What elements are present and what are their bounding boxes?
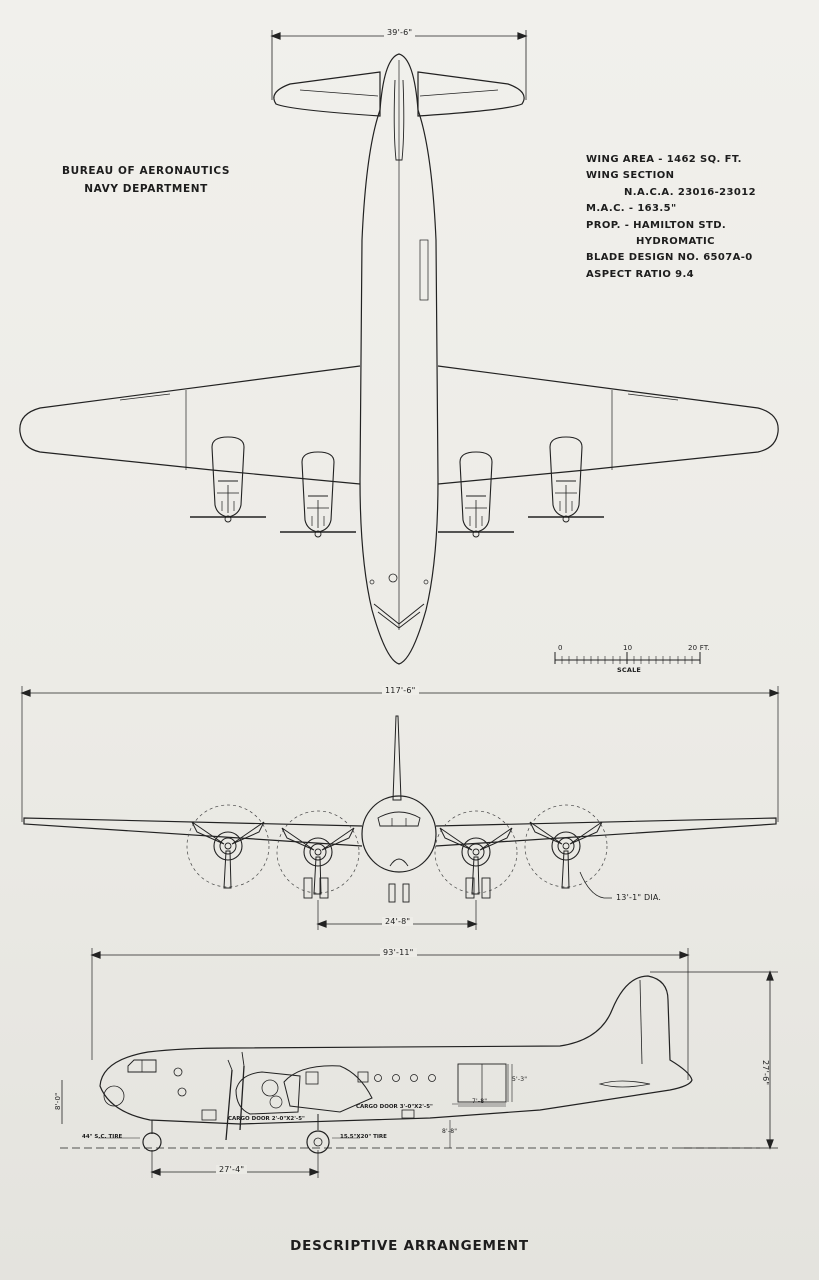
dim-ground-line: 8'-8"	[442, 1128, 458, 1135]
dim-height: 27'-6"	[761, 1060, 770, 1086]
scale-label: SCALE	[617, 666, 642, 674]
scale-tick-10: 10	[623, 644, 633, 652]
bureau-line-2: NAVY DEPARTMENT	[84, 183, 208, 195]
note-nose-tire: 44" S.C. TIRE	[82, 1134, 123, 1140]
note-main-tire: 15.5"X20" TIRE	[340, 1134, 387, 1140]
spec-mac: M.A.C. - 163.5"	[586, 203, 677, 215]
note-cargo-door-2: CARGO DOOR 3'-0"X2'-5"	[356, 1104, 433, 1110]
spec-prop: PROP. - HAMILTON STD.	[586, 219, 727, 231]
note-cargo-door-1: CARGO DOOR 2'-0"X2'-5"	[228, 1116, 305, 1122]
spec-aspect: ASPECT RATIO 9.4	[586, 268, 695, 280]
dim-length: 93'-11"	[380, 948, 417, 957]
drawing-caption: DESCRIPTIVE ARRANGEMENT	[290, 1238, 529, 1254]
dim-tail-span: 39'-6"	[384, 28, 416, 37]
scale-tick-0: 0	[558, 644, 563, 652]
spec-naca: N.A.C.A. 23016-23012	[624, 186, 756, 198]
scale-tick-20: 20 FT.	[688, 644, 710, 652]
dim-door-height: 5'-3"	[512, 1076, 528, 1083]
dim-wheelbase: 27'-4"	[216, 1165, 248, 1174]
spec-wing-section: WING SECTION	[586, 170, 675, 182]
top-view	[19, 30, 779, 665]
dim-tread: 24'-8"	[382, 917, 414, 926]
bureau-line-1: BUREAU OF AERONAUTICS	[62, 165, 231, 177]
dim-prop-dia: 13'-1" DIA.	[616, 893, 662, 902]
dim-door-width: 7'-8"	[472, 1098, 488, 1105]
spec-blade: BLADE DESIGN NO. 6507A-0	[586, 252, 753, 264]
scale-bar	[554, 652, 701, 664]
front-view	[20, 686, 780, 930]
dim-nose-height: 8'-0"	[54, 1092, 62, 1110]
dim-wing-span: 117'-6"	[382, 686, 419, 695]
bureau-title: BUREAU OF AERONAUTICS NAVY DEPARTMENT	[62, 162, 230, 198]
spec-hydromatic: HYDROMATIC	[636, 236, 715, 248]
spec-wing-area: WING AREA - 1462 SQ. FT.	[586, 154, 742, 165]
spec-block: WING AREA - 1462 SQ. FT. WING SECTION N.…	[586, 152, 756, 283]
side-view	[60, 948, 778, 1178]
